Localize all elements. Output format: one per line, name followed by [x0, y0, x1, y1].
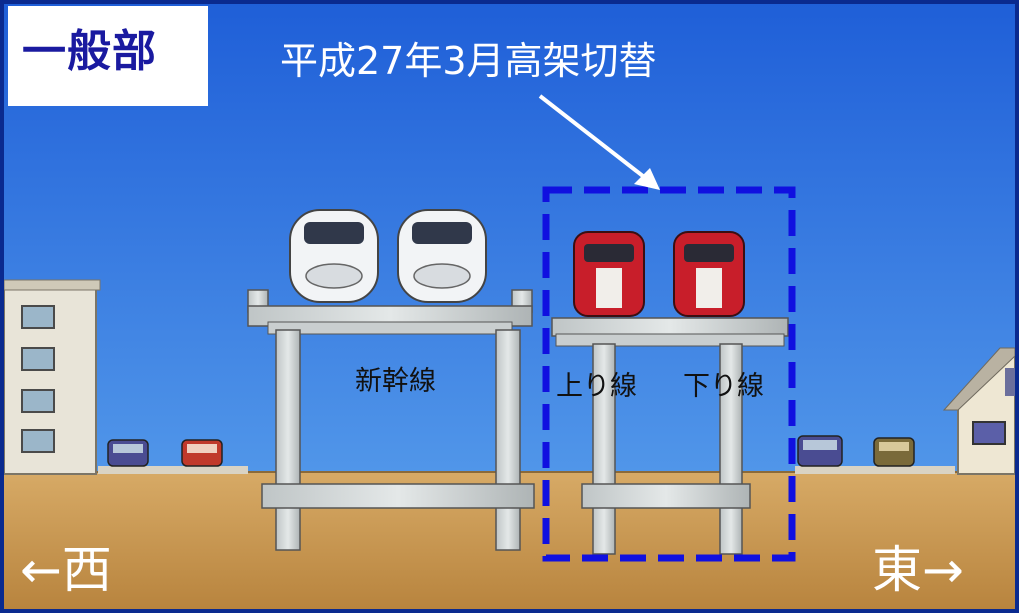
west-direction-label: ←西 [20, 541, 112, 599]
shinkansen-viaduct [247, 289, 535, 551]
up-line-label: 上り線 [556, 371, 637, 402]
shinkansen-train-icon [289, 209, 379, 303]
building-icon [3, 279, 101, 475]
car-icon [181, 439, 223, 467]
section-label-box [8, 6, 208, 106]
down-line-label: 下り線 [683, 371, 764, 402]
local-train-icon [573, 231, 645, 317]
car-icon [873, 437, 915, 467]
section-label: 一般部 [22, 26, 157, 77]
shinkansen-label: 新幹線 [355, 366, 436, 397]
road-left [98, 466, 248, 474]
car-icon [797, 435, 843, 467]
car-icon [107, 439, 149, 467]
shinkansen-train-icon [397, 209, 487, 303]
arrow-icon [538, 94, 660, 190]
east-direction-label: 東→ [872, 541, 964, 599]
local-train-icon [673, 231, 745, 317]
conventional-viaduct [551, 317, 789, 555]
road-right [795, 466, 955, 474]
switch-caption: 平成27年3月高架切替 [280, 39, 657, 83]
elevated-switch-highlight [542, 186, 796, 562]
house-icon [942, 347, 1016, 475]
